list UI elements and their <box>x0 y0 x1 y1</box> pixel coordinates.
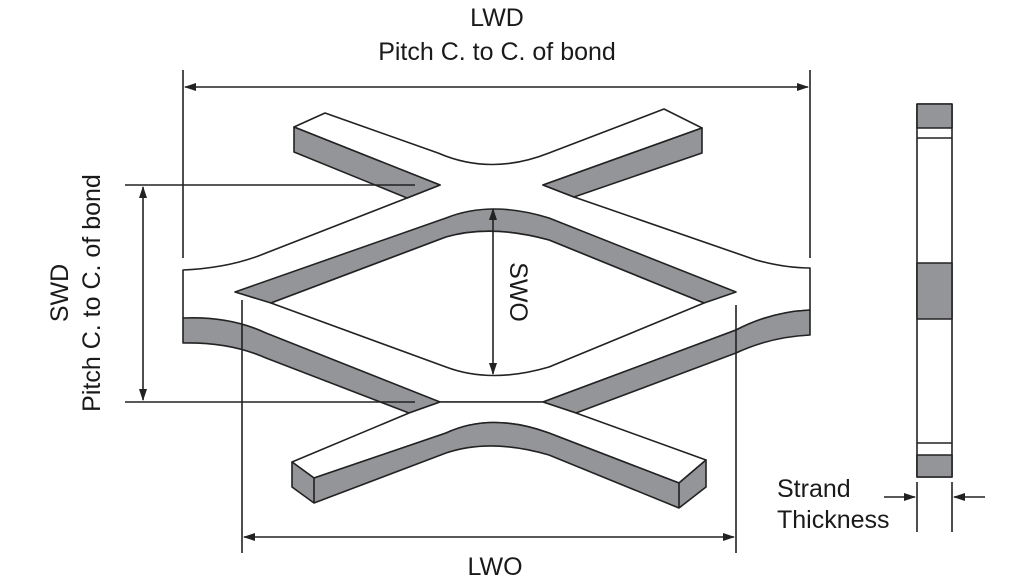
swo-dimension: SWO <box>489 208 532 375</box>
upper-right-arm-side <box>542 127 703 198</box>
swd-dimension: SWD Pitch C. to C. of bond <box>46 174 415 412</box>
lwo-dimension: LWO <box>241 300 737 581</box>
thickness-label: Thickness <box>777 506 890 534</box>
lower-strand-side <box>291 421 707 509</box>
lwd-dimension: LWD Pitch C. to C. of bond <box>182 4 811 258</box>
lwd-label: LWD <box>470 4 524 32</box>
swd-label: SWD <box>46 264 74 322</box>
strand-side-view: Strand Thickness <box>777 103 985 534</box>
lwd-description: Pitch C. to C. of bond <box>378 38 616 66</box>
swo-label: SWO <box>504 262 532 322</box>
lwo-label: LWO <box>467 553 522 581</box>
mesh-pattern <box>182 108 811 509</box>
swd-description: Pitch C. to C. of bond <box>78 174 106 412</box>
upper-left-arm-side <box>293 126 441 199</box>
strand-label: Strand <box>777 475 851 503</box>
diamond-opening <box>270 230 705 377</box>
